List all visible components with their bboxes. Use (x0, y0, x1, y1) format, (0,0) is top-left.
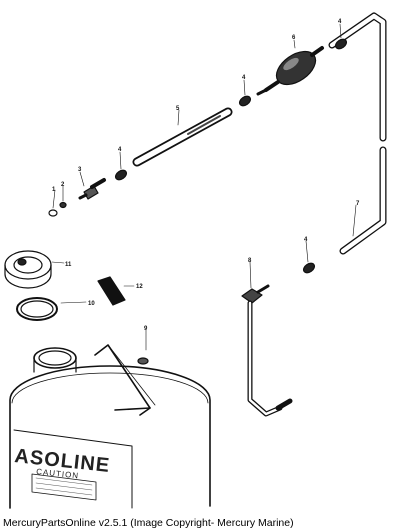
tank-cap-part-11 (4, 250, 52, 289)
fuel-hose-part-5 (132, 107, 233, 167)
hose-clamp-part-4-left (114, 169, 128, 181)
leader-lines (51, 23, 357, 351)
callout-7: 7 (356, 201, 360, 207)
callout-11: 11 (65, 262, 72, 268)
tank-fitting-part-3 (78, 178, 106, 200)
tank-label-sub: CAUTION (36, 467, 80, 480)
callout-5: 5 (176, 106, 180, 112)
fuel-tank-part-9 (9, 344, 211, 509)
callout-2: 2 (61, 182, 65, 188)
o-ring-part-2 (59, 201, 67, 209)
washer-part-1 (48, 209, 58, 217)
callout-9: 9 (144, 326, 148, 332)
callout-10: 10 (88, 301, 95, 307)
hose-clamp-part-4-upper (334, 38, 348, 50)
gasket-strip-part-12 (97, 276, 126, 306)
gasket-ring-part-10 (16, 297, 58, 321)
primer-bulb-part-6 (256, 46, 324, 96)
callout-4-upper: 4 (338, 19, 342, 25)
callout-8: 8 (248, 258, 252, 264)
fuel-pickup-tube-part-8 (241, 284, 293, 417)
hose-clamp-part-4-right (302, 262, 316, 274)
callout-4-left: 4 (118, 147, 122, 153)
copyright-footer: MercuryPartsOnline v2.5.1 (Image Copyrig… (3, 517, 294, 529)
callout-4-right: 4 (304, 237, 308, 243)
hose-clamp-part-4-mid (238, 95, 252, 107)
callout-4-mid: 4 (242, 75, 246, 81)
callout-3: 3 (78, 167, 82, 173)
callout-1: 1 (52, 187, 56, 193)
callout-12: 12 (136, 284, 143, 290)
callout-6: 6 (292, 35, 296, 41)
fuel-hose-part-7 (328, 12, 387, 255)
